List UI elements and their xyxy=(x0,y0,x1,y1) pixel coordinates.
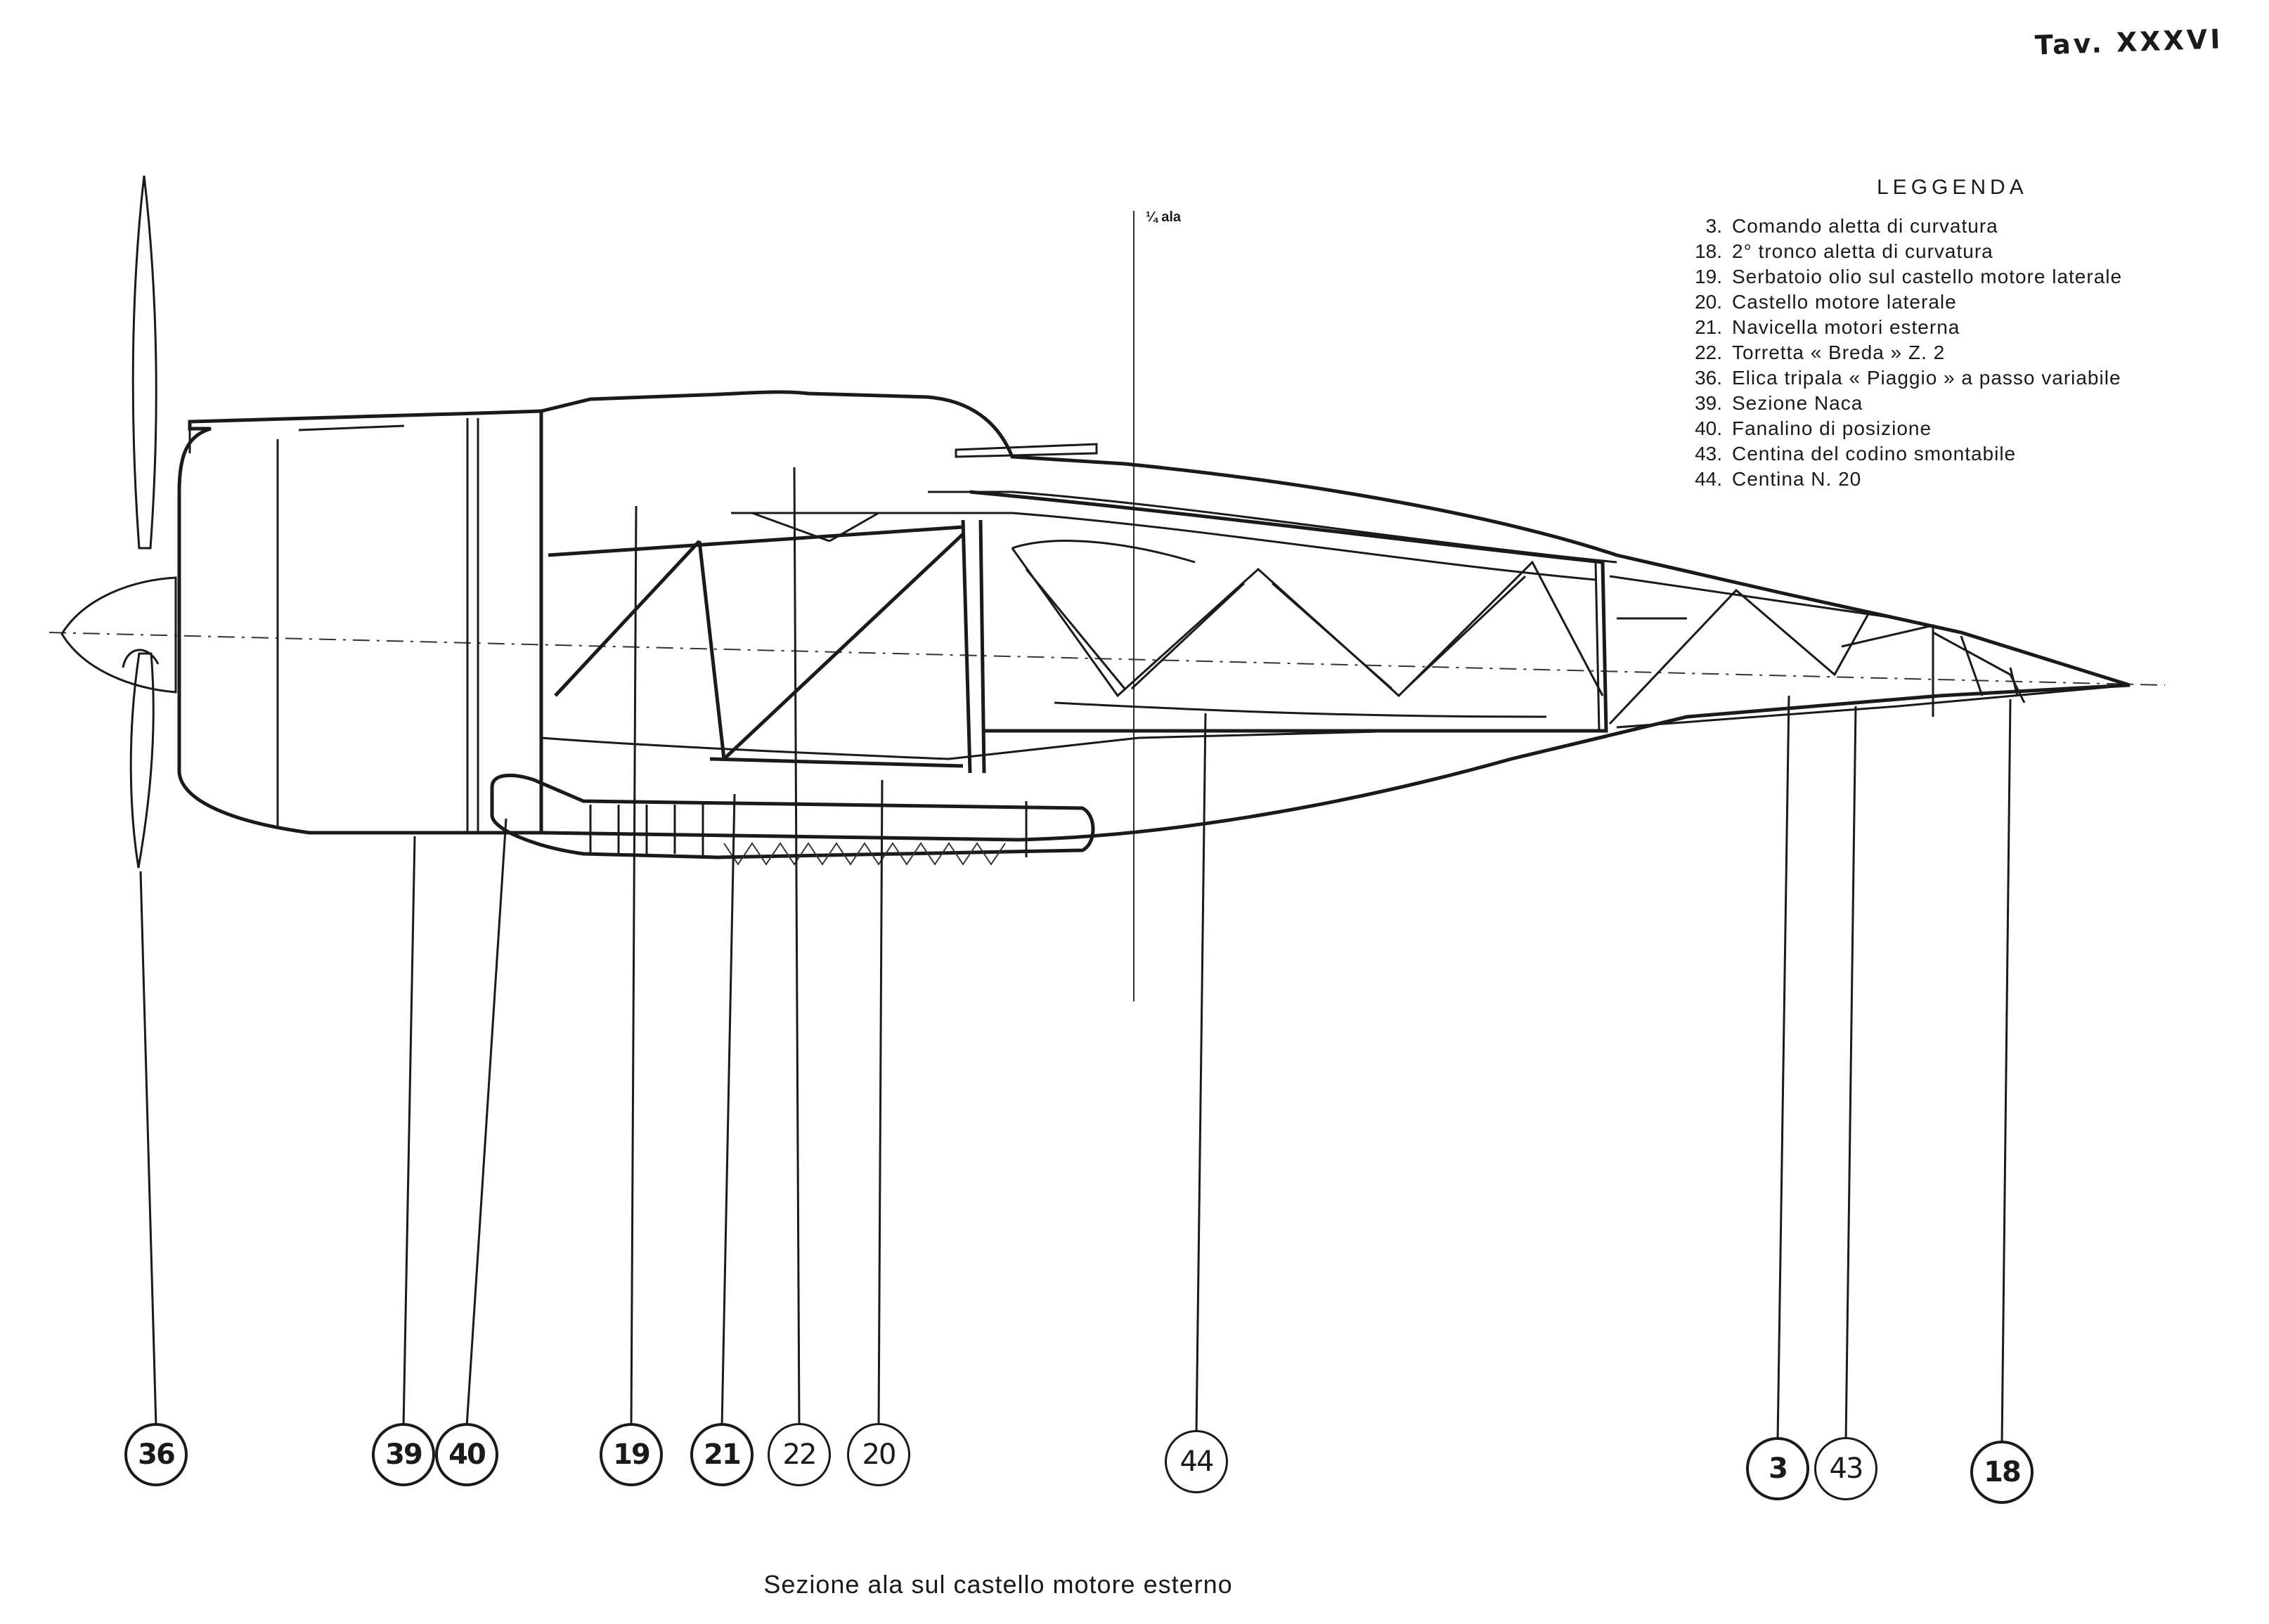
tail-flap-section xyxy=(1608,575,2131,729)
engine-cowling xyxy=(177,409,543,835)
legend-item: 43. Centina del codino smontabile xyxy=(1673,441,2235,467)
legend-text: Serbatoio olio sul castello motore later… xyxy=(1732,266,2123,287)
callout-3: 3 xyxy=(1746,1437,1809,1500)
legend-item: 39. Sezione Naca xyxy=(1673,391,2235,416)
centerline xyxy=(49,632,2166,686)
legend-text: 2° tronco aletta di curvatura xyxy=(1732,240,1993,262)
legend-num: 22. xyxy=(1695,342,1722,363)
engine-mount-truss xyxy=(548,512,986,774)
legend-num: 40. xyxy=(1695,417,1722,439)
figure-caption: Sezione ala sul castello motore esterno xyxy=(763,1570,1233,1599)
legend-text: Comando aletta di curvatura xyxy=(1732,215,1998,237)
legend-text: Centina del codino smontabile xyxy=(1732,443,2017,465)
legend-num: 19. xyxy=(1695,266,1722,287)
callout-18: 18 xyxy=(1970,1441,2034,1504)
wing-rib-lattice xyxy=(969,490,1608,733)
legend-num: 39. xyxy=(1695,392,1722,414)
legend-text: Castello motore laterale xyxy=(1732,291,1957,313)
legend-item: 20. Castello motore laterale xyxy=(1673,290,2235,315)
callout-40: 40 xyxy=(435,1423,498,1486)
callout-39: 39 xyxy=(372,1423,435,1486)
legend-item: 18. 2° tronco aletta di curvatura xyxy=(1673,239,2235,264)
legend: LEGGENDA 3. Comando aletta di curvatura 1… xyxy=(1673,176,2235,492)
legend-num: 44. xyxy=(1695,468,1722,490)
quarter-wing-label: ¼ ala xyxy=(1146,209,1182,225)
legend-item: 40. Fanalino di posizione xyxy=(1673,416,2235,441)
callout-44: 44 xyxy=(1165,1430,1228,1493)
legend-text: Navicella motori esterna xyxy=(1732,316,1960,338)
callout-36: 36 xyxy=(124,1423,188,1486)
legend-text: Fanalino di posizione xyxy=(1732,417,1932,439)
legend-text: Elica tripala « Piaggio » a passo variab… xyxy=(1732,367,2121,389)
legend-text: Torretta « Breda » Z. 2 xyxy=(1732,342,1946,363)
propeller xyxy=(60,175,177,869)
exhaust-tank xyxy=(490,773,1095,866)
legend-num: 20. xyxy=(1695,291,1722,313)
plate-label: Tav. XXXVI xyxy=(2034,23,2224,61)
legend-num: 18. xyxy=(1695,240,1722,262)
legend-item: 36. Elica tripala « Piaggio » a passo var… xyxy=(1673,365,2235,391)
callout-43: 43 xyxy=(1814,1437,1877,1500)
callout-20: 20 xyxy=(847,1423,910,1486)
legend-num: 36. xyxy=(1695,367,1722,389)
leader-lines xyxy=(139,467,2012,1445)
legend-item: 22. Torretta « Breda » Z. 2 xyxy=(1673,340,2235,365)
legend-item: 19. Serbatoio olio sul castello motore la… xyxy=(1673,264,2235,290)
legend-num: 43. xyxy=(1695,443,1722,465)
callout-22: 22 xyxy=(768,1423,831,1486)
legend-text: Centina N. 20 xyxy=(1732,468,1862,490)
legend-item: 21. Navicella motori esterna xyxy=(1673,315,2235,340)
legend-title: LEGGENDA xyxy=(1877,176,2028,199)
legend-num: 3. xyxy=(1705,215,1722,237)
legend-item: 44. Centina N. 20 xyxy=(1673,467,2235,492)
legend-num: 21. xyxy=(1695,316,1722,338)
callout-19: 19 xyxy=(600,1423,663,1486)
callout-21: 21 xyxy=(690,1423,754,1486)
legend-item: 3. Comando aletta di curvatura xyxy=(1673,214,2235,239)
legend-text: Sezione Naca xyxy=(1732,392,1863,414)
